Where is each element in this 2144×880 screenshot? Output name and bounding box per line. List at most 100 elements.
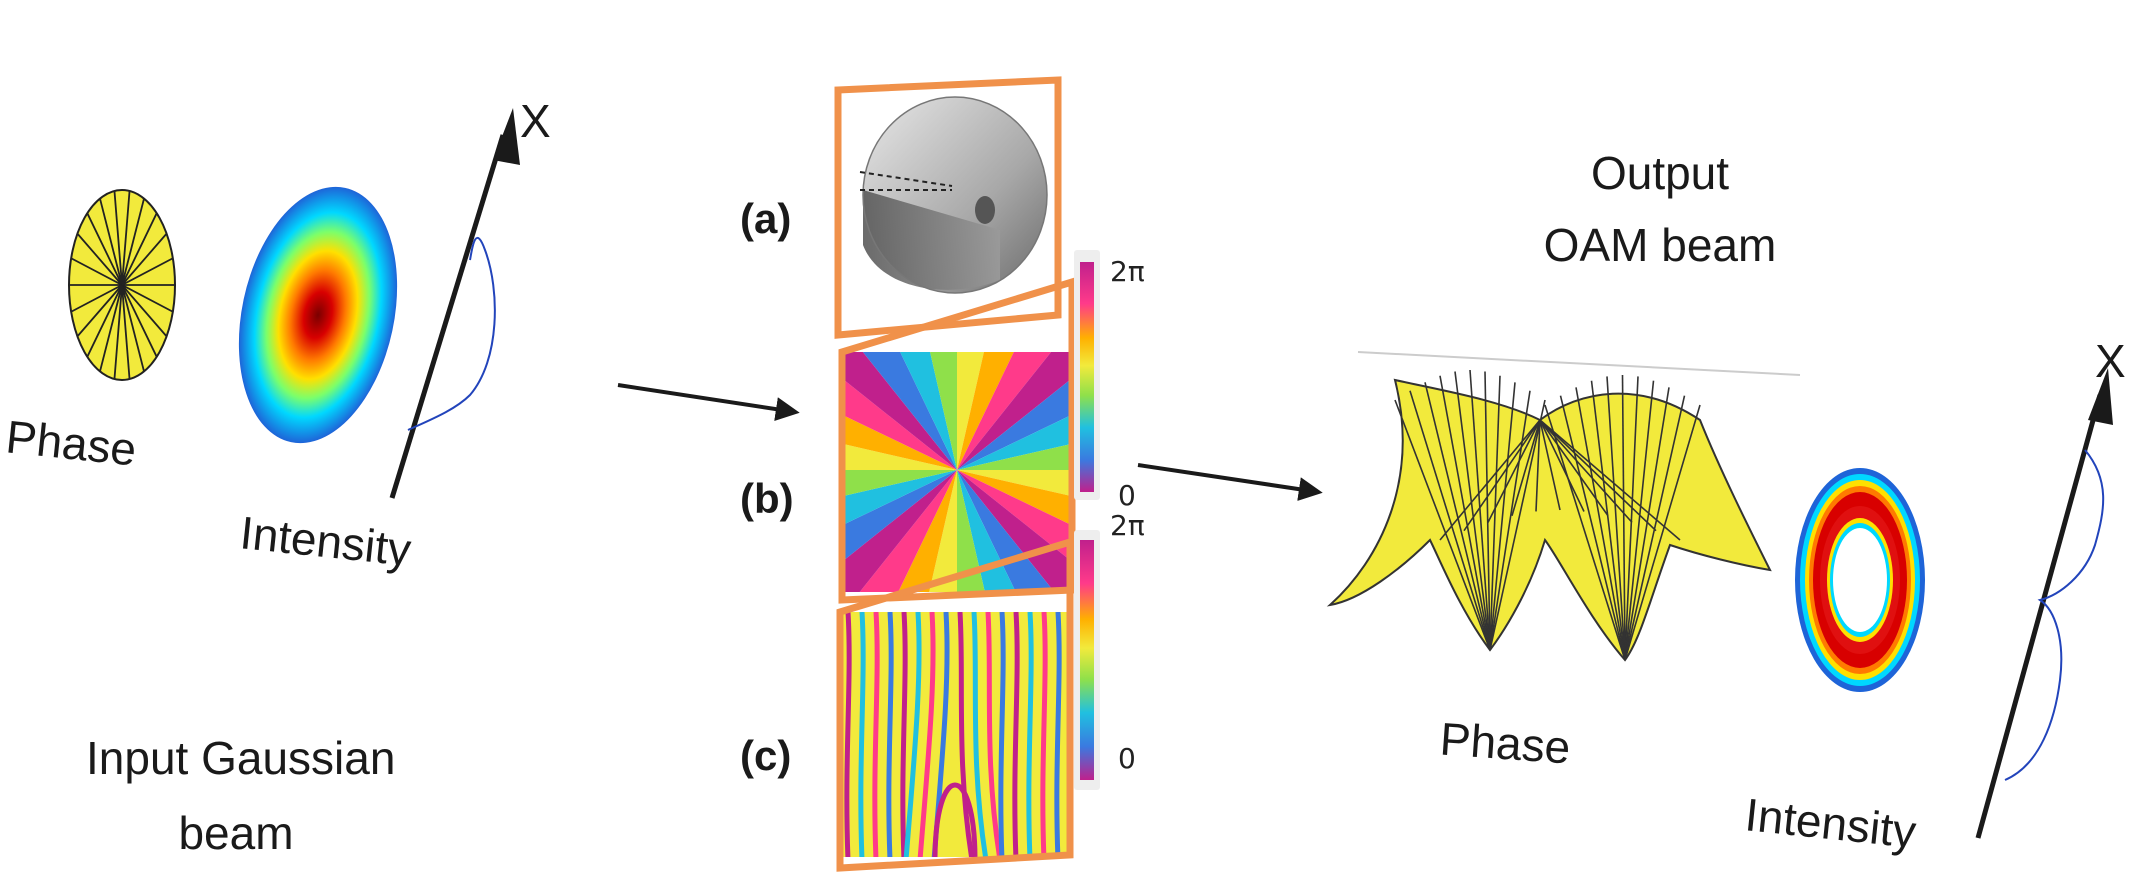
helix-ruling: [1535, 419, 1541, 512]
helix-ruling: [1439, 419, 1541, 541]
helix-ruling: [1409, 390, 1491, 651]
phase-spoke: [121, 284, 158, 358]
output-x-axis-arrow: [1975, 368, 2113, 839]
spiral-wedge: [845, 352, 957, 470]
input-caption-line2: beam: [178, 807, 294, 859]
grating-stripe: [917, 612, 936, 857]
phase-spoke: [121, 212, 158, 286]
spiral-wedge: [957, 470, 1055, 592]
helix-ruling: [1624, 387, 1670, 661]
output-phase-label: Phase: [1438, 712, 1573, 774]
helix-ruling: [1539, 419, 1585, 512]
grating-fork: [932, 782, 978, 857]
spiral-wedge: [957, 352, 984, 470]
spiral-wedge: [845, 470, 957, 592]
grating-stripe: [985, 612, 1003, 857]
spiral-wedge: [845, 470, 957, 560]
panel-b-label: (b): [740, 475, 794, 522]
output-intensity-donut: [1795, 468, 1925, 692]
spiral-wedge: [957, 470, 1070, 496]
output-axis-label: X: [2095, 335, 2126, 387]
helix-ruling: [1544, 404, 1626, 661]
helix-ruling: [1454, 371, 1491, 651]
colorbar-b-top-tick: 2π: [1110, 255, 1145, 288]
helix-ruling: [1624, 404, 1701, 661]
grating-stripe: [957, 612, 975, 857]
grating-stripe: [1054, 612, 1062, 857]
spiral-wedge: [898, 470, 957, 592]
helix-ruling: [1394, 399, 1491, 651]
spiral-wedge: [957, 444, 1070, 470]
spiral-wedge: [957, 470, 1070, 561]
panel-c-label: (c): [740, 732, 792, 779]
input-axis-label: X: [520, 95, 551, 147]
panels-to-output-arrow: [1137, 463, 1323, 502]
grating-stripe: [903, 612, 922, 857]
helix-ruling: [1489, 390, 1531, 651]
helix-ruling: [1463, 419, 1541, 532]
grating-stripe: [886, 612, 894, 857]
spiral-wedge: [957, 415, 1070, 470]
helix-ruling: [1489, 382, 1516, 651]
phase-spoke: [121, 190, 131, 286]
helix-ruling: [1469, 369, 1491, 651]
helix-ruling: [1539, 419, 1657, 532]
phase-spoke: [113, 190, 123, 286]
phase-spoke: [121, 284, 174, 313]
phase-spoke: [121, 198, 145, 286]
panel-a-label: (a): [740, 195, 792, 242]
spiral-wedge: [859, 470, 957, 592]
phase-spoke: [113, 284, 123, 380]
spiral-wedge: [930, 352, 957, 470]
helix-ruling: [1484, 371, 1491, 651]
spiral-wedge: [957, 352, 1014, 470]
phase-spoke: [86, 212, 123, 286]
helix-ruling: [1539, 419, 1609, 517]
helix-ruling: [1539, 419, 1633, 523]
spiral-wedge: [957, 352, 1070, 470]
input-intensity-gaussian: [238, 186, 398, 444]
output-donut-profile: [2004, 449, 2105, 781]
helix-ruling: [1590, 380, 1626, 661]
helix-ruling: [1539, 419, 1681, 541]
spiral-wedge: [957, 470, 1070, 525]
phase-spoke: [121, 284, 168, 337]
helix-ruling: [1559, 395, 1626, 661]
input-caption-line1: Input Gaussian: [86, 732, 396, 784]
output-helical-phase-surface: [1326, 369, 1772, 662]
spiral-wedge: [929, 470, 957, 592]
input-to-panels-arrow: [617, 383, 800, 421]
input-x-axis-arrow: [389, 108, 520, 499]
panel-a-spiral-phase-plate: [834, 76, 1062, 339]
grating-stripe: [1012, 612, 1020, 857]
spiral-wedge: [845, 444, 957, 470]
helix-ruling: [1621, 374, 1626, 661]
phase-spoke: [70, 284, 123, 313]
grating-stripe: [1026, 612, 1034, 857]
spiral-wedge: [957, 470, 985, 592]
input-gaussian-profile: [407, 236, 496, 431]
phase-spoke: [70, 257, 123, 286]
helix-ruling: [1489, 375, 1501, 651]
input-phase-label: Phase: [3, 410, 139, 476]
spiral-wedge: [862, 352, 957, 470]
colorbar-b-bottom-tick: 0: [1118, 479, 1136, 512]
helix-ruling: [1489, 399, 1546, 651]
grating-stripe: [1040, 612, 1048, 857]
spiral-wedge: [845, 470, 957, 496]
colorbar-b: [1074, 250, 1100, 500]
spiral-wedge: [957, 470, 1070, 592]
helix-ruling: [1624, 376, 1639, 661]
phase-spoke: [121, 233, 168, 286]
phase-spoke: [121, 284, 131, 380]
helix-ruling: [1487, 419, 1541, 523]
phase-spoke: [121, 284, 145, 372]
helix-ruling: [1624, 380, 1655, 661]
spiral-wedge: [900, 352, 957, 470]
helix-ruling: [1539, 419, 1561, 511]
output-title-line2: OAM beam: [1543, 219, 1777, 271]
phase-spoke: [121, 257, 174, 286]
helix-ruling: [1575, 387, 1626, 661]
panel-c-forked-grating: [836, 537, 1074, 872]
